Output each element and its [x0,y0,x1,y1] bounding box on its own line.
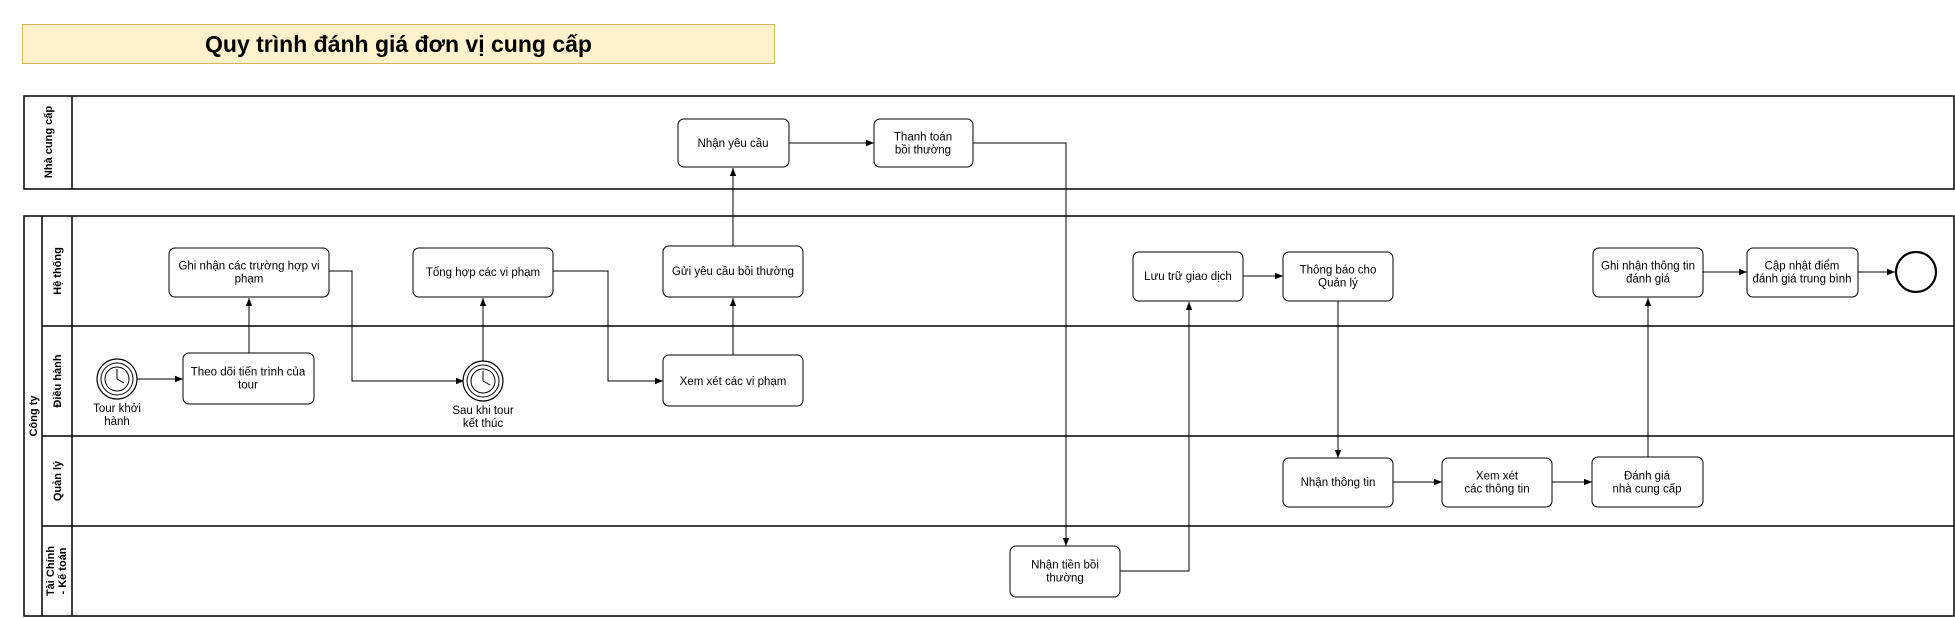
task-receive-request[interactable]: Nhận yêu cầu [677,118,790,168]
node-label-line: Tổng hợp các vi phạm [426,267,540,279]
task-store-transaction[interactable]: Lưu trữ giao dịch [1132,251,1244,302]
node-label-line: Ghi nhận các trường hợp vi [178,261,319,273]
svg-text:Lưu trữ giao dịch: Lưu trữ giao dịch [1144,271,1232,283]
flow-edges [137,139,1895,572]
node-label-line: Gửi yêu cầu bồi thường [672,266,794,278]
task-receive-info[interactable]: Nhận thông tin [1282,457,1394,508]
svg-text:Xem xét các vi phạm: Xem xét các vi phạm [680,376,787,388]
node-label-line: Ghi nhận thông tin [1601,261,1695,273]
node-label-line: bồi thường [895,145,951,157]
event-label-line: Sau khi tour [452,405,514,417]
pool-company-label: Công ty [28,395,40,437]
node-label-line: Quản lý [1318,278,1358,290]
edge-record-to-end [329,270,464,385]
lane-finance-label: Tài Chính- Kế toán [45,546,69,596]
node-label-line: Theo dõi tiến trình của [191,367,306,379]
clock-icon [470,368,496,394]
svg-text:Nhận yêu cầu: Nhận yêu cầu [698,138,769,150]
edge-pay-to-finance [973,142,1070,546]
node-label-line: Lưu trữ giao dịch [1144,271,1232,283]
lane-operation-label: Điều hành [52,354,64,407]
pool-supplier-label: Nhà cung cấp [43,106,55,178]
node-label-line: Nhận yêu cầu [698,138,769,150]
node-label-line: tour [238,380,258,392]
edge-finance-to-store [1120,302,1193,572]
node-label-line: Đánh giá [1624,471,1671,483]
node-label-line: Thông báo cho [1300,265,1377,277]
node-label-line: Thanh toán [894,132,952,144]
lane-manager-label: Quản lý [52,460,64,501]
event-label-line: hành [104,416,130,428]
node-label-line: đánh giá [1626,274,1671,286]
node-label-line: các thông tin [1464,484,1529,496]
lane-system-label: Hệ thống [52,247,64,295]
diagram-title: Quy trình đánh giá đơn vị cung cấp [22,24,775,64]
end-event[interactable] [1894,250,1938,294]
node-label-line: Xem xét [1476,471,1519,483]
svg-text:Tổng hợp các vi phạm: Tổng hợp các vi phạm [426,267,540,279]
node-label-line: nhà cung cấp [1612,484,1681,496]
svg-text:Nhận thông tin: Nhận thông tin [1301,477,1376,489]
event-label-line: Tour khởi [93,403,141,415]
event-label-line: kết thúc [463,418,504,430]
node-label-line: Nhận tiền bồi [1031,560,1099,572]
clock-icon [104,366,130,392]
svg-text:Gửi yêu cầu bồi thường: Gửi yêu cầu bồi thường [672,266,794,278]
node-label-line: Cập nhật điểm [1765,261,1840,273]
node-label-line: thường [1046,573,1084,585]
task-review-violations[interactable]: Xem xét các vi phạm [662,354,804,407]
node-label-line: Xem xét các vi phạm [680,376,787,388]
node-label-line: Nhận thông tin [1301,477,1376,489]
task-summarize-violations[interactable]: Tổng hợp các vi phạm [412,247,554,298]
node-label-line: phạm [235,274,264,286]
task-send-request[interactable]: Gửi yêu cầu bồi thường [662,245,804,298]
node-label-line: đánh giá trung bình [1752,274,1851,286]
edge-summarize-to-review [553,270,663,385]
